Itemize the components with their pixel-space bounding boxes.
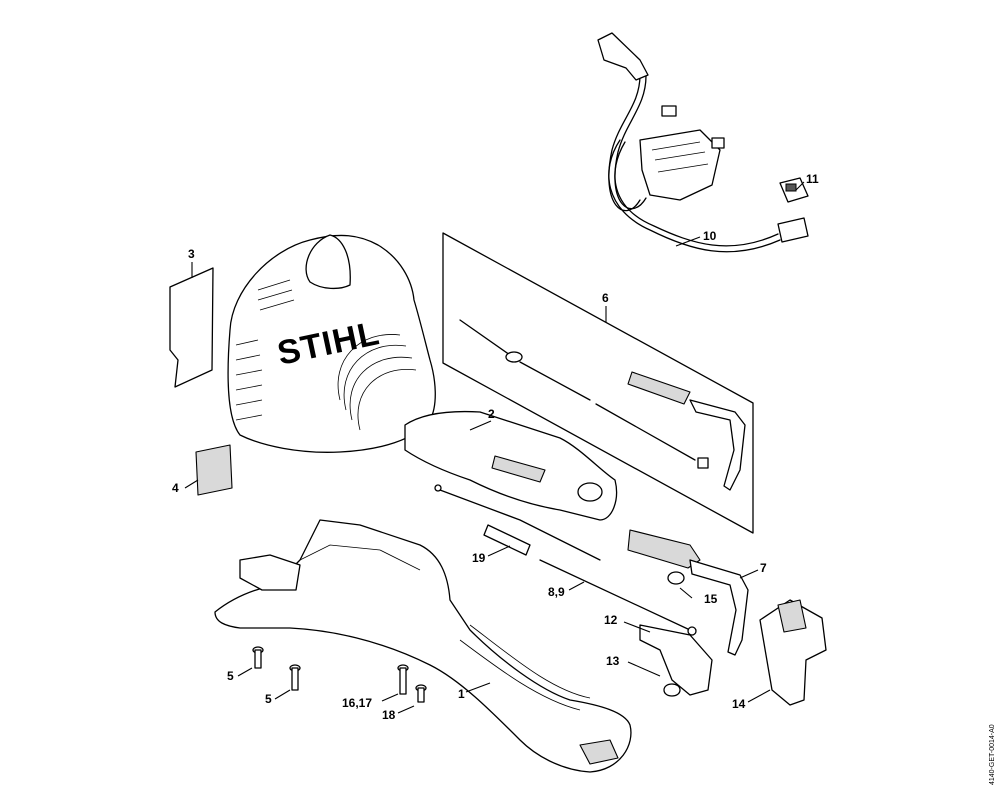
callout-8-9: 8,9 — [548, 585, 565, 599]
callout-labels: 1 2 3 4 5 5 6 7 8,9 10 11 12 13 14 15 16… — [172, 172, 819, 722]
callout-10: 10 — [703, 229, 717, 243]
callout-5a: 5 — [227, 669, 234, 683]
ignition-module-wiring — [597, 32, 781, 253]
lower-housing — [214, 519, 632, 773]
callout-7: 7 — [760, 561, 767, 575]
fan-housing: STIHL — [227, 234, 618, 521]
screw-5b — [289, 664, 301, 691]
callout-3: 3 — [188, 247, 195, 261]
side-panel — [169, 267, 214, 388]
screw-16-17 — [397, 664, 409, 695]
callout-12: 12 — [604, 613, 618, 627]
callout-16-17: 16,17 — [342, 696, 372, 710]
callout-15: 15 — [704, 592, 718, 606]
callout-4: 4 — [172, 481, 179, 495]
throttle-trigger — [627, 529, 749, 656]
handle-cover — [759, 599, 827, 706]
callout-6: 6 — [602, 291, 609, 305]
callout-13: 13 — [606, 654, 620, 668]
screw-18 — [415, 684, 427, 703]
ignition-switch — [777, 177, 809, 243]
callout-14: 14 — [732, 697, 746, 711]
screws — [252, 646, 427, 703]
air-filter — [195, 444, 233, 496]
callout-19: 19 — [472, 551, 486, 565]
callout-5b: 5 — [265, 692, 272, 706]
callout-11: 11 — [806, 172, 819, 186]
cooling-slots — [235, 279, 417, 431]
callout-2: 2 — [488, 407, 495, 421]
lockout-lever — [639, 624, 713, 697]
drawing-code: 4140-GET-0014-A0 — [989, 724, 996, 785]
screw-5a — [252, 646, 264, 669]
cables-and-sleeve — [434, 484, 697, 636]
leader-lines — [184, 181, 805, 714]
callout-18: 18 — [382, 708, 396, 722]
callout-1: 1 — [458, 687, 465, 701]
throttle-cable-kit — [442, 232, 754, 534]
